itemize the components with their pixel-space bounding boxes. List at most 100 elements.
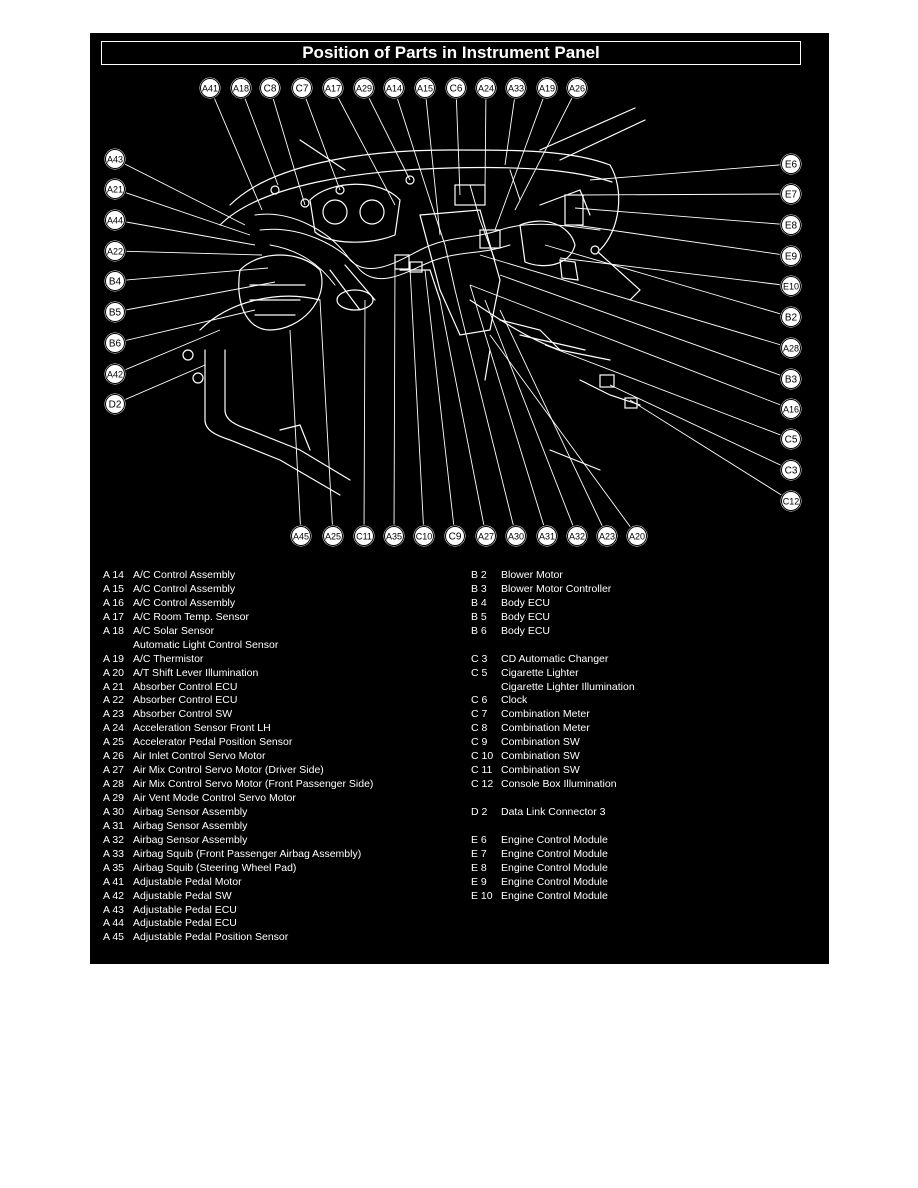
legend-code: B 5 — [471, 610, 487, 623]
callout-text: A28 — [783, 344, 799, 354]
callout-ring — [354, 78, 374, 98]
callout-text: B3 — [785, 375, 798, 386]
callout-a29: A29 — [352, 76, 376, 100]
callout-text: D2 — [109, 400, 122, 411]
legend-part-name: Airbag Sensor Assembly — [133, 833, 248, 846]
leader-line — [114, 188, 251, 236]
callout-text: C6 — [450, 84, 463, 95]
callout-ring — [781, 338, 801, 358]
callout-c8: C8 — [258, 76, 282, 100]
callout-ring — [567, 526, 587, 546]
legend-code: A 25 — [103, 736, 125, 749]
callout-ring — [781, 429, 801, 449]
callout-text: C9 — [449, 532, 462, 543]
callout-text: C3 — [785, 466, 798, 477]
legend-part-name: Engine Control Module — [501, 847, 608, 860]
callout-circle — [779, 336, 803, 360]
callout-circle — [103, 331, 127, 355]
leader-line — [544, 244, 792, 318]
legend-code: B 3 — [471, 582, 487, 595]
callout-text: A30 — [508, 532, 524, 542]
callout-text: A27 — [478, 532, 494, 542]
callout-ring — [105, 364, 125, 384]
callout-ring — [567, 78, 587, 98]
callout-circle — [504, 76, 528, 100]
legend-part-name: Combination Meter — [501, 722, 590, 735]
callout-circle — [103, 362, 127, 386]
callout-b6: B6 — [103, 331, 127, 355]
callout-c5: C5 — [779, 427, 803, 451]
legend-part-name: Combination Meter — [501, 708, 590, 721]
callout-circle — [535, 524, 559, 548]
callout-ring — [384, 78, 404, 98]
legend-code: B 6 — [471, 624, 487, 637]
callout-circle — [321, 524, 345, 548]
callout-circle — [444, 76, 468, 100]
legend-code: C 12 — [471, 778, 494, 791]
callout-a42: A42 — [103, 362, 127, 386]
leader-line — [114, 281, 276, 313]
leader-line — [209, 87, 263, 211]
callout-circle — [779, 367, 803, 391]
legend-part-name: Adjustable Pedal ECU — [133, 903, 237, 916]
callout-ring — [231, 78, 251, 98]
legend-part-name: Combination SW — [501, 750, 580, 763]
callout-e7: E7 — [779, 182, 803, 206]
legend-part-name: Air Vent Mode Control Servo Motor — [133, 792, 296, 804]
callout-circle — [779, 244, 803, 268]
callout-ring — [323, 526, 343, 546]
callout-ring — [781, 215, 801, 235]
callout-a19: A19 — [535, 76, 559, 100]
legend-code: C 9 — [471, 736, 488, 749]
legend-code: A 45 — [103, 931, 125, 944]
legend-part-name: Body ECU — [501, 596, 551, 609]
callout-ring — [292, 78, 312, 98]
callout-ring — [781, 276, 801, 296]
legend-code: B 2 — [471, 569, 487, 581]
callout-text: A26 — [569, 84, 585, 94]
leader-line — [393, 87, 431, 201]
callout-circle — [413, 76, 437, 100]
callout-a14: A14 — [382, 76, 406, 100]
callout-e6: E6 — [779, 152, 803, 176]
callout-circle — [779, 213, 803, 237]
legend-part-name: Body ECU — [501, 610, 551, 623]
callout-text: A19 — [539, 84, 555, 94]
legend-code: A 42 — [103, 889, 125, 902]
callout-text: A44 — [107, 216, 123, 226]
callout-c10: C10 — [412, 524, 436, 548]
callout-circle — [103, 147, 127, 171]
leader-line — [332, 87, 396, 206]
callout-text: A42 — [107, 370, 123, 380]
legend-code: E 9 — [471, 875, 487, 888]
callout-text: A23 — [599, 532, 615, 542]
leader-line — [479, 254, 792, 349]
callout-text: A45 — [293, 532, 309, 542]
leader-line — [363, 87, 411, 181]
callout-text: E10 — [783, 282, 799, 292]
leader-line — [114, 309, 256, 344]
callout-text: A31 — [539, 532, 555, 542]
callout-ring — [781, 460, 801, 480]
callout-circle — [412, 524, 436, 548]
callout-ring — [537, 526, 557, 546]
callout-ring — [414, 526, 434, 546]
callout-a24: A24 — [474, 76, 498, 100]
callout-circle — [779, 489, 803, 513]
callout-c7: C7 — [290, 76, 314, 100]
callout-circle — [103, 269, 127, 293]
callout-text: E9 — [785, 252, 798, 263]
callout-a22: A22 — [103, 239, 127, 263]
legend-code: A 28 — [103, 778, 125, 791]
